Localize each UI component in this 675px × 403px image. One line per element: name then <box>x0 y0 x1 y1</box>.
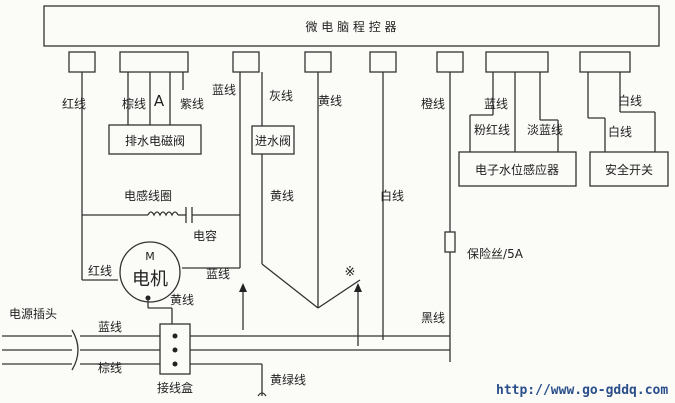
pink-wire-label: 粉红线 <box>474 122 510 137</box>
arrow-right-head <box>354 283 362 292</box>
connector-8 <box>579 51 631 73</box>
switch-white-label-1: 白线 <box>618 93 642 108</box>
junction-box-label: 接线盒 <box>157 380 193 395</box>
inlet-yellow-diagonal <box>261 263 319 309</box>
yellow-green-wire-label: 黄绿线 <box>270 372 306 387</box>
blue-wire-label-motor: 蓝线 <box>206 267 230 281</box>
drain-valve-mark: A <box>154 92 165 110</box>
junction-terminal-2 <box>172 347 178 353</box>
plug-body <box>71 329 79 371</box>
connector-6 <box>436 51 464 73</box>
red-wire-label-motor: 红线 <box>88 263 112 278</box>
purple-wire-label: 紫线 <box>180 97 204 111</box>
fuse-symbol <box>444 231 456 253</box>
mains-brown-label: 棕线 <box>98 360 122 375</box>
connector-7 <box>485 51 549 73</box>
fuse-label: 保险丝/5A <box>467 246 524 261</box>
inductor-coil <box>147 211 179 217</box>
white-wire-label: 白线 <box>380 188 404 203</box>
motor-symbol: M <box>145 250 155 263</box>
yellow-wire-diagonal <box>317 279 361 309</box>
gray-wire-label: 灰线 <box>269 89 293 103</box>
red-wire-label-top: 红线 <box>62 96 86 111</box>
note-mark: ※ <box>345 265 356 280</box>
switch-white-label-2: 白线 <box>608 124 632 139</box>
motor-label: 电机 <box>132 269 168 290</box>
capacitor-label: 电容 <box>193 228 217 243</box>
yellow-wire-label-top: 黄线 <box>318 94 342 108</box>
ground-symbol <box>257 392 267 397</box>
motor-circle <box>119 241 181 303</box>
water-level-sensor-label: 电子水位感应器 <box>475 162 559 177</box>
controller-box <box>43 5 660 47</box>
yellow-wire-label-inlet: 黄线 <box>270 189 294 203</box>
light-blue-wire-label: 淡蓝线 <box>527 123 563 137</box>
connector-3 <box>232 51 260 73</box>
brown-wire-label: 棕线 <box>122 96 146 111</box>
arrow-left-head <box>239 283 247 292</box>
yellow-wire-label-motor: 黄线 <box>170 293 194 307</box>
connector-5 <box>369 51 397 73</box>
black-wire-label: 黑线 <box>421 311 445 325</box>
safety-switch-box <box>589 151 669 187</box>
inlet-valve-label: 进水阀 <box>255 134 291 148</box>
connector-2 <box>119 51 189 73</box>
connector-4 <box>304 51 332 73</box>
blue-wire-label-top: 蓝线 <box>212 83 236 97</box>
controller-label: 微 电 脑 程 控 器 <box>305 19 396 34</box>
inlet-valve-box <box>251 125 295 155</box>
drain-valve-box <box>108 124 202 155</box>
watermark-url: http://www.go-gddq.com <box>496 383 668 398</box>
junction-terminal-3 <box>172 361 178 367</box>
junction-terminal-1 <box>172 333 178 339</box>
orange-wire-label: 橙线 <box>421 96 445 111</box>
safety-switch-label: 安全开关 <box>605 162 653 177</box>
sensor-blue-label: 蓝线 <box>484 97 508 111</box>
power-plug-label: 电源插头 <box>9 307 57 321</box>
water-level-sensor-box <box>458 151 577 187</box>
drain-valve-label: 排水电磁阀 <box>125 133 185 148</box>
inductor-coil-label: 电感线圈 <box>124 188 172 203</box>
mains-blue-label: 蓝线 <box>98 320 122 334</box>
connector-1 <box>68 51 96 73</box>
